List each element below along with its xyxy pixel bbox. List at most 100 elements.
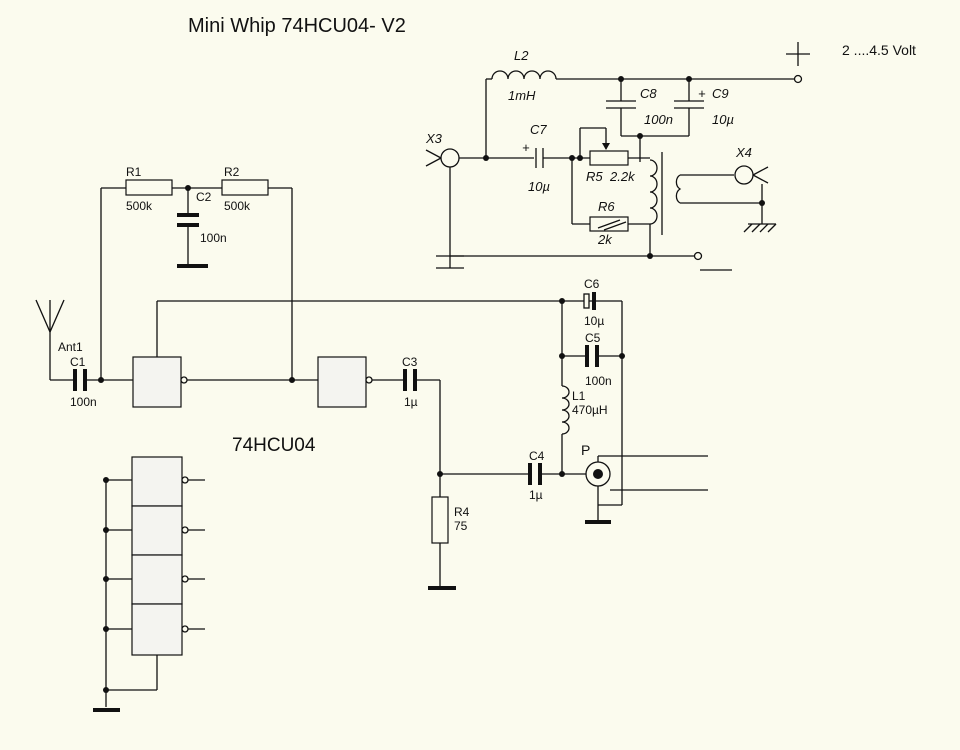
l1-inductor xyxy=(561,385,570,435)
junction-dot xyxy=(483,155,489,161)
c3-ref: C3 xyxy=(402,355,418,369)
junction-dot xyxy=(103,527,109,533)
junction-dot xyxy=(559,353,565,359)
chassis-ground-hatch-d xyxy=(767,223,777,233)
r6-slash-a xyxy=(597,219,621,229)
junction-dot xyxy=(637,133,643,139)
transformer-primary xyxy=(649,159,658,225)
supply-voltage-label: 2 ....4.5 Volt xyxy=(842,42,916,58)
r4-ref: R4 xyxy=(454,505,470,519)
unused-gates xyxy=(93,456,205,712)
c5-value: 100n xyxy=(585,374,612,388)
c9-polarity: + xyxy=(698,86,706,101)
r4-value: 75 xyxy=(454,519,468,533)
r5-ref: R5 xyxy=(586,169,603,184)
chassis-ground-hatch-c xyxy=(759,223,769,233)
x3-prong-a xyxy=(425,149,442,159)
c6-plate-a xyxy=(583,293,590,309)
x4-prong-b xyxy=(752,174,769,184)
junction-dot xyxy=(103,576,109,582)
c1-value: 100n xyxy=(70,395,97,409)
c6-ref: C6 xyxy=(584,277,600,291)
r1-resistor xyxy=(125,179,173,196)
c1-ref: C1 xyxy=(70,355,86,369)
chassis-ground-hatch-b xyxy=(751,223,761,233)
r1-value: 500k xyxy=(126,199,153,213)
inverter-gate-1 xyxy=(132,356,182,408)
x3-connector-icon xyxy=(440,148,460,168)
amplifier-circuit: Ant1 C1 100n R1 500k R2 500k C2 100n xyxy=(35,165,708,590)
ground-terminal xyxy=(693,251,703,261)
c9-ref: C9 xyxy=(712,86,729,101)
chassis-ground-hatch-a xyxy=(743,223,753,233)
p-ref: P xyxy=(581,442,590,458)
c2-value: 100n xyxy=(200,231,227,245)
l2-value: 1mH xyxy=(508,88,536,103)
c9-value: 10µ xyxy=(712,112,734,127)
l2-ref: L2 xyxy=(514,48,529,63)
l1-value: 470µH xyxy=(572,403,608,417)
l1-ref: L1 xyxy=(572,389,586,403)
junction-dot xyxy=(618,76,624,82)
inverter-gate-3 xyxy=(131,456,183,507)
inverter-gate-6 xyxy=(131,603,183,656)
c7-polarity: + xyxy=(522,140,530,155)
junction-dot xyxy=(619,353,625,359)
output-bubble xyxy=(181,526,189,534)
x4-prong-a xyxy=(752,166,769,176)
r2-resistor xyxy=(221,179,269,196)
inverter-gate-5 xyxy=(131,554,183,605)
c8-value: 100n xyxy=(644,112,673,127)
junction-dot xyxy=(686,76,692,82)
output-connector-pin xyxy=(593,469,603,479)
junction-dot xyxy=(103,626,109,632)
antenna-arm xyxy=(49,299,65,333)
junction-dot xyxy=(569,155,575,161)
c8-ref: C8 xyxy=(640,86,657,101)
junction-dot xyxy=(98,377,104,383)
inverter-2-output-bubble xyxy=(365,376,373,384)
junction-dot xyxy=(577,155,583,161)
junction-dot xyxy=(103,477,109,483)
output-bubble xyxy=(181,476,189,484)
output-bubble xyxy=(181,625,189,633)
x4-ref: X4 xyxy=(735,145,752,160)
junction-dot xyxy=(559,298,565,304)
junction-dot xyxy=(647,253,653,259)
output-bubble xyxy=(181,575,189,583)
junction-dot xyxy=(103,687,109,693)
antenna-icon xyxy=(35,299,51,333)
x4-connector-icon xyxy=(734,165,754,185)
inverter-1-output-bubble xyxy=(180,376,188,384)
r2-ref: R2 xyxy=(224,165,240,179)
r6-value: 2k xyxy=(597,232,613,247)
r4-resistor xyxy=(431,496,449,544)
x3-prong-b xyxy=(425,157,442,167)
junction-dot xyxy=(759,200,765,206)
junction-dot xyxy=(289,377,295,383)
r5-wiper-arrow-icon xyxy=(602,143,610,150)
c6-value: 10µ xyxy=(584,314,604,328)
inverter-gate-2 xyxy=(317,356,367,408)
r2-value: 500k xyxy=(224,199,251,213)
r5-value: 2.2k xyxy=(609,169,636,184)
l2-inductor xyxy=(491,70,557,80)
junction-dot xyxy=(559,471,565,477)
c4-value: 1µ xyxy=(529,488,543,502)
c7-value: 10µ xyxy=(528,179,550,194)
c5-ref: C5 xyxy=(585,331,601,345)
ic-label: 74HCU04 xyxy=(232,435,316,456)
junction-dot xyxy=(437,471,443,477)
ant1-ref: Ant1 xyxy=(58,340,83,354)
inverter-gate-4 xyxy=(131,505,183,556)
c7-ref: C7 xyxy=(530,122,547,137)
r6-slash-b xyxy=(603,221,627,231)
transformer-secondary xyxy=(675,174,682,204)
r5-potentiometer xyxy=(589,150,629,166)
junction-dot xyxy=(185,185,191,191)
supply-terminal xyxy=(793,74,803,84)
c2-ref: C2 xyxy=(196,190,212,204)
schematic-title: Mini Whip 74HCU04- V2 xyxy=(188,15,406,37)
power-injector: 2 ....4.5 Volt L2 1mH C8 100n + C9 10µ X… xyxy=(425,42,916,271)
